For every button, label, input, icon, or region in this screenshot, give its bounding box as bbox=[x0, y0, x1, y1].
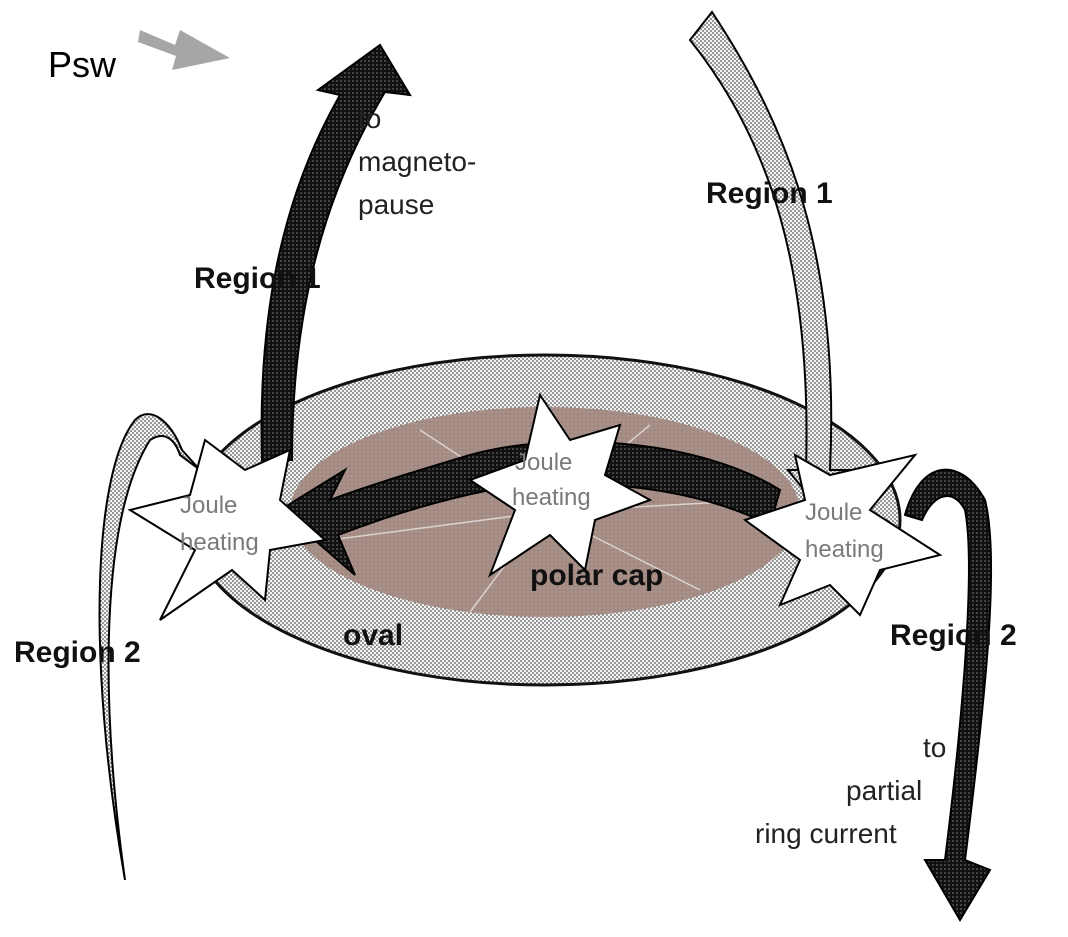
joule-left-line2: heating bbox=[180, 529, 259, 556]
joule-center-line1: Joule bbox=[515, 449, 572, 476]
to-ring-current-line1: to bbox=[923, 732, 946, 763]
to-magnetopause-line3: pause bbox=[358, 189, 434, 220]
to-ring-current-line2: partial bbox=[846, 775, 922, 806]
region2-left-label: Region 2 bbox=[14, 636, 141, 669]
region2-right-label: Region 2 bbox=[890, 619, 1017, 652]
region1-right-label: Region 1 bbox=[706, 177, 833, 210]
psw-arrow bbox=[138, 30, 230, 70]
to-magnetopause-line2: magneto- bbox=[358, 146, 476, 177]
oval-label: oval bbox=[343, 619, 403, 652]
joule-left-line1: Joule bbox=[180, 492, 237, 519]
to-magnetopause-line1: to bbox=[358, 103, 381, 134]
psw-label: Psw bbox=[48, 44, 117, 85]
region2-right-arrow bbox=[905, 470, 991, 920]
region1-left-label: Region 1 bbox=[194, 262, 321, 295]
to-ring-current-line3: ring current bbox=[755, 818, 897, 849]
joule-right-line2: heating bbox=[805, 536, 884, 563]
joule-center-line2: heating bbox=[512, 484, 591, 511]
polar-cap-label: polar cap bbox=[530, 559, 663, 592]
joule-right-line1: Joule bbox=[805, 499, 862, 526]
